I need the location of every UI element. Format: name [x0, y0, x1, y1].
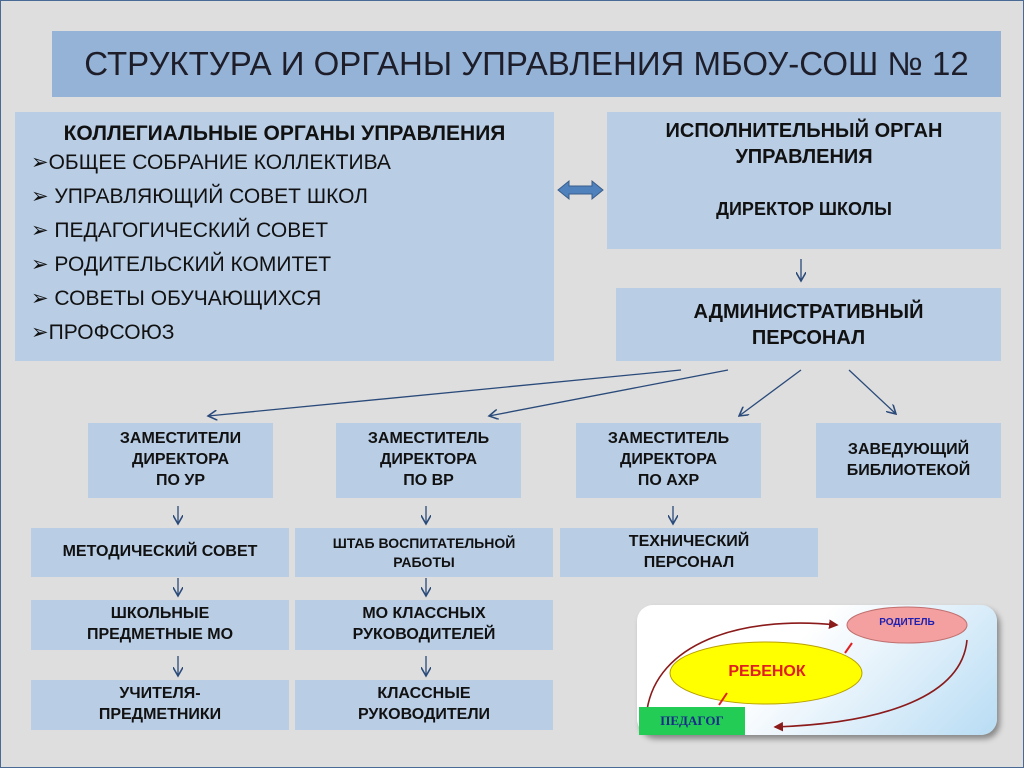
box-line: ДИРЕКТОРА: [619, 451, 718, 469]
deputy-vr-box: ЗАМЕСТИТЕЛЬ ДИРЕКТОРА ПО ВР: [336, 423, 521, 498]
box-line: БИБЛИОТЕКОЙ: [846, 461, 971, 479]
box-line: ШКОЛЬНЫЕ: [110, 605, 210, 623]
box-line: ШТАБ ВОСПИТАТЕЛЬНОЙ: [332, 535, 516, 552]
executive-body-box: ИСПОЛНИТЕЛЬНЫЙ ОРГАН УПРАВЛЕНИЯ ДИРЕКТОР…: [607, 112, 1001, 249]
admin-staff-box: АДМИНИСТРАТИВНЫЙ ПЕРСОНАЛ: [616, 288, 1001, 361]
box-line: ДИРЕКТОРА: [379, 451, 478, 469]
box-line: ЗАВЕДУЮЩИЙ: [847, 440, 970, 458]
methodical-council-box: МЕТОДИЧЕСКИЙ СОВЕТ: [31, 528, 289, 577]
list-item: ➢ УПРАВЛЯЮЩИЙ СОВЕТ ШКОЛ: [31, 185, 368, 208]
child-label: РЕБЕНОК: [728, 663, 806, 680]
box-line: ДИРЕКТОРА: [131, 451, 230, 469]
technical-staff-box: ТЕХНИЧЕСКИЙ ПЕРСОНАЛ: [560, 528, 818, 577]
list-item: ➢ОБЩЕЕ СОБРАНИЕ КОЛЛЕКТИВА: [31, 151, 391, 174]
arrow: [489, 369, 729, 416]
box-line: ПО ВР: [403, 471, 454, 489]
librarian-box: ЗАВЕДУЮЩИЙ БИБЛИОТЕКОЙ: [816, 423, 1001, 498]
cycle-diagram: РОДИТЕЛЬ РЕБЕНОК ПЕДАГОГ: [637, 605, 997, 735]
subject-mo-box: ШКОЛЬНЫЕ ПРЕДМЕТНЫЕ МО: [31, 600, 289, 650]
list-item: ➢ ПЕДАГОГИЧЕСКИЙ СОВЕТ: [31, 219, 329, 242]
arrow: [739, 369, 802, 416]
deputy-ahr-box: ЗАМЕСТИТЕЛЬ ДИРЕКТОРА ПО АХР: [576, 423, 761, 498]
collegial-heading: КОЛЛЕГИАЛЬНЫЕ ОРГАНЫ УПРАВЛЕНИЯ: [63, 122, 506, 145]
cycle-arrows: [646, 606, 968, 732]
box-line: РУКОВОДИТЕЛИ: [357, 706, 491, 723]
arrow: [208, 369, 682, 416]
box-line: КЛАССНЫЕ: [377, 685, 471, 703]
box-line: ЗАМЕСТИТЕЛЬ: [607, 430, 730, 448]
admin-line: ПЕРСОНАЛ: [751, 326, 866, 349]
subject-teachers-box: УЧИТЕЛЯ- ПРЕДМЕТНИКИ: [31, 680, 289, 730]
box-line: РАБОТЫ: [393, 553, 455, 570]
box-line: МО КЛАССНЫХ: [362, 605, 486, 623]
box-line: ЗАМЕСТИТЕЛЬ: [367, 430, 490, 448]
deputy-ur-box: ЗАМЕСТИТЕЛИ ДИРЕКТОРА ПО УР: [88, 423, 273, 498]
executive-line: ИСПОЛНИТЕЛЬНЫЙ ОРГАН: [665, 120, 943, 142]
box-line: ТЕХНИЧЕСКИЙ: [628, 532, 750, 550]
class-teachers-box: КЛАССНЫЕ РУКОВОДИТЕЛИ: [295, 680, 553, 730]
box-line: ЗАМЕСТИТЕЛИ: [119, 430, 242, 448]
list-item: ➢ РОДИТЕЛЬСКИЙ КОМИТЕТ: [31, 253, 332, 276]
teacher-label: ПЕДАГОГ: [639, 707, 745, 735]
list-item: ➢ПРОФСОЮЗ: [31, 321, 175, 344]
page-title: СТРУКТУРА И ОРГАНЫ УПРАВЛЕНИЯ МБОУ-СОШ №…: [52, 31, 1001, 97]
double-arrow-icon: [557, 179, 604, 201]
list-item: ➢ СОВЕТЫ ОБУЧАЮЩИХСЯ: [31, 287, 322, 310]
director-label: ДИРЕКТОР ШКОЛЫ: [716, 199, 892, 219]
class-teachers-mo-box: МО КЛАССНЫХ РУКОВОДИТЕЛЕЙ: [295, 600, 553, 650]
box-line: ПЕРСОНАЛ: [643, 553, 735, 571]
collegial-bodies-box: КОЛЛЕГИАЛЬНЫЕ ОРГАНЫ УПРАВЛЕНИЯ ➢ОБЩЕЕ С…: [15, 112, 554, 361]
box-line: ПРЕДМЕТНЫЕ МО: [86, 626, 234, 643]
box-line: ПРЕДМЕТНИКИ: [98, 706, 222, 723]
admin-line: АДМИНИСТРАТИВНЫЙ: [693, 300, 924, 323]
parent-label: РОДИТЕЛЬ: [879, 617, 935, 628]
box-line: МЕТОДИЧЕСКИЙ СОВЕТ: [62, 543, 258, 561]
box-line: РУКОВОДИТЕЛЕЙ: [352, 626, 496, 643]
executive-line: УПРАВЛЕНИЯ: [735, 146, 873, 168]
box-line: УЧИТЕЛЯ-: [119, 685, 201, 703]
box-line: ПО УР: [155, 471, 205, 489]
arrow: [848, 369, 896, 414]
box-line: ПО АХР: [637, 471, 700, 489]
